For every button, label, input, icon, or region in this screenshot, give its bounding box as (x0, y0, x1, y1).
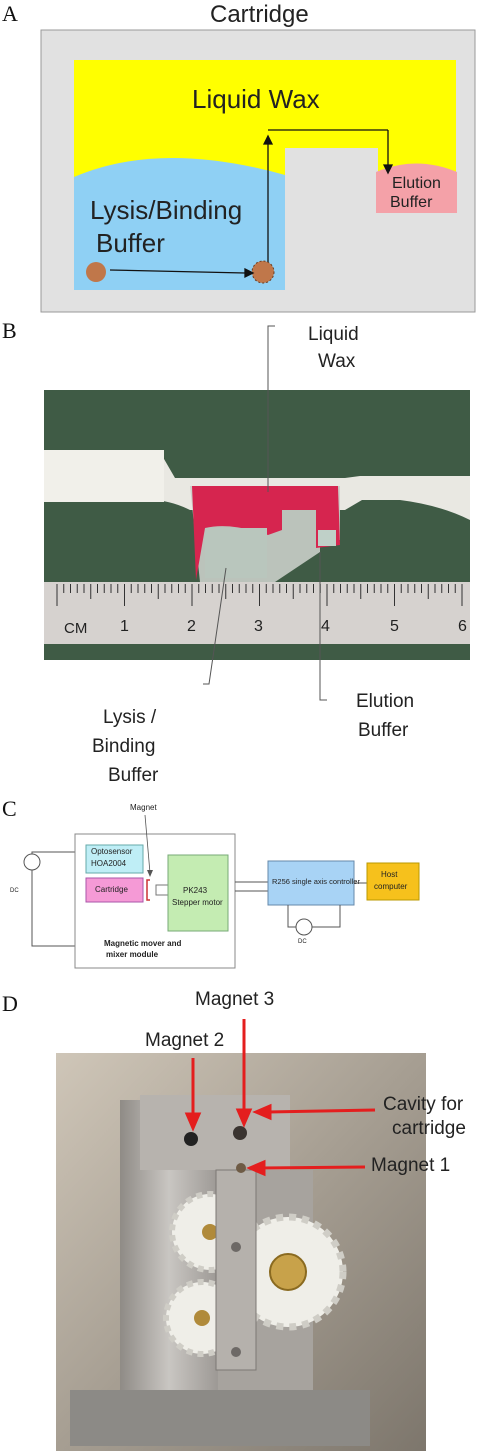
label-b-liquid-line1: Liquid (308, 324, 359, 345)
label-magnet-1: Magnet 1 (371, 1155, 451, 1176)
label-cavity-line2: cartridge (392, 1118, 466, 1139)
slider-bar (215, 1169, 257, 1371)
motor-box (167, 854, 229, 932)
elution-buffer-region (376, 163, 457, 213)
label-host-line1: Host (381, 870, 398, 879)
label-magnet-2: Magnet 2 (145, 1030, 225, 1051)
label-b-elution-line2: Buffer (358, 720, 409, 741)
base-plate (70, 1390, 370, 1446)
ruler-number-6: 6 (458, 618, 467, 635)
label-cavity-line1: Cavity for (383, 1094, 464, 1115)
label-motor-line2: Stepper motor (172, 898, 223, 907)
label-lysis-line2: Buffer (96, 228, 165, 258)
bead-start (86, 262, 106, 282)
ruler-number-2: 2 (187, 618, 196, 635)
ruler-number-3: 3 (254, 618, 263, 635)
dc-left-source (23, 853, 41, 871)
panel-a-letter: A (2, 1, 18, 26)
gear-right-hub (269, 1253, 307, 1291)
ruler-number-5: 5 (390, 618, 399, 635)
host-box (366, 862, 420, 901)
ruler-unit: CM (64, 620, 88, 637)
panel-b-letter: B (2, 318, 17, 343)
label-magnet-3: Magnet 3 (195, 989, 275, 1010)
label-liquid-wax: Liquid Wax (192, 84, 320, 114)
controller-box (267, 860, 355, 906)
dc-right-source (295, 918, 313, 936)
label-cartridge: Cartridge (95, 885, 128, 894)
lysis-chamber (205, 528, 267, 578)
label-optosensor-line1: Optosensor (91, 847, 133, 856)
label-b-elution-line1: Elution (356, 691, 415, 712)
cartridge-photo (44, 325, 470, 701)
label-b-liquid-line2: Wax (318, 351, 356, 372)
magnet-pointer (144, 814, 151, 874)
magnet-1-dot (236, 1163, 246, 1173)
system-block-diagram (23, 814, 420, 969)
magnet-bracket (146, 879, 150, 901)
red-callout-arrows (184, 1019, 376, 1177)
panel-c-letter: C (2, 796, 17, 821)
label-b-lysis-line3: Buffer (108, 765, 159, 786)
lysis-buffer-region (74, 157, 285, 290)
label-b-lysis-line1: Lysis / (103, 707, 157, 728)
magnet-2-dot (184, 1132, 198, 1146)
label-b-lysis-line2: Binding (92, 736, 156, 757)
ruler-number-4: 4 (321, 618, 330, 635)
panel-d-letter: D (2, 991, 18, 1016)
cartridge-box (85, 877, 144, 903)
label-elution-line2: Buffer (390, 194, 433, 211)
label-module-line2: mixer module (106, 950, 159, 959)
ruler-number-1: 1 (120, 618, 129, 635)
label-dc-left: DC (10, 888, 19, 894)
ruler (44, 582, 470, 644)
cartridge-schematic (40, 29, 476, 313)
dc-right-wire (287, 905, 341, 928)
label-elution-line1: Elution (392, 175, 441, 192)
label-host-line2: computer (374, 882, 408, 891)
label-lysis-line1: Lysis/Binding (90, 195, 243, 225)
label-dc-right: DC (298, 939, 307, 945)
label-optosensor-line2: HOA2004 (91, 859, 127, 868)
label-module-line1: Magnetic mover and (104, 939, 182, 948)
bead-cluster (251, 260, 275, 284)
dc-left-wire (31, 851, 75, 947)
label-motor-line1: PK243 (183, 886, 208, 895)
holder-left-block (44, 450, 164, 502)
label-controller: R256 single axis controller (272, 877, 360, 886)
leader-lines (203, 325, 327, 701)
ruler-ticks (56, 584, 463, 606)
movement-arrows (109, 129, 394, 279)
optosensor-box (85, 844, 144, 874)
panel-a-title: Cartridge (210, 1, 309, 28)
label-magnet: Magnet (130, 803, 157, 812)
magnet-3-dot (233, 1126, 247, 1140)
elution-chamber (318, 530, 336, 546)
